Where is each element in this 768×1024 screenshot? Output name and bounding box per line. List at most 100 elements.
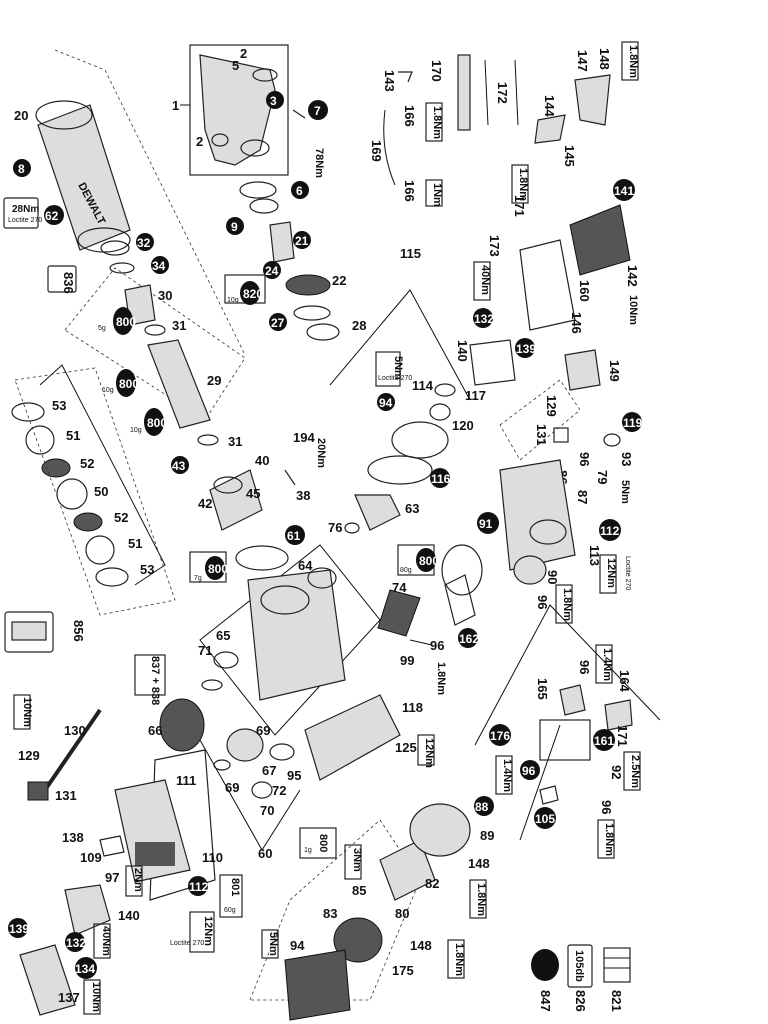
torque-5nm: 5Nm xyxy=(392,356,404,380)
callout-172: 172 xyxy=(495,82,510,104)
torque-5nm-note: Loctite 270 xyxy=(378,375,412,382)
callout-856: 856 xyxy=(71,620,86,642)
callout-53a: 53 xyxy=(52,398,66,413)
callout-129a: 129 xyxy=(18,748,40,763)
gear-train-group: 837 + 838 66 69 67 69 95 72 70 60 800 1g xyxy=(134,654,337,861)
callout-1: 1 xyxy=(172,98,179,113)
callout-88: 88 xyxy=(475,800,489,814)
torque-3nm: 3Nm xyxy=(351,848,363,872)
callout-117: 117 xyxy=(465,388,486,403)
callout-148c: 148 xyxy=(597,48,612,70)
side-handle-clamp xyxy=(64,884,111,936)
callout-45: 45 xyxy=(246,486,260,501)
callout-27: 27 xyxy=(271,316,285,330)
connecting-rod-group: 40 45 42 800 7g xyxy=(189,453,269,583)
callout-800e: 800 xyxy=(419,554,439,568)
callout-89: 89 xyxy=(480,828,494,843)
fan-disc xyxy=(391,421,449,459)
callout-8: 8 xyxy=(18,162,25,176)
callout-30: 30 xyxy=(158,288,172,303)
torque-1-8nm-d: 1.8Nm xyxy=(627,45,639,78)
torque-1-8nm-e: 1.8Nm xyxy=(431,106,443,139)
callout-138: 138 xyxy=(62,830,84,845)
callout-118: 118 xyxy=(402,700,423,715)
callout-139b: 139 xyxy=(516,342,536,356)
cable-sleeve xyxy=(457,54,471,131)
callout-145: 145 xyxy=(562,145,577,167)
callout-837-838: 837 + 838 xyxy=(149,656,161,705)
callout-67: 67 xyxy=(262,763,276,778)
callout-147: 147 xyxy=(575,50,590,72)
callout-800b: 800 xyxy=(119,377,139,391)
label-856-group: 856 xyxy=(4,611,86,653)
callout-80: 80 xyxy=(395,906,409,921)
callout-166a: 166 xyxy=(402,105,417,127)
callout-140a: 140 xyxy=(118,908,140,923)
label-847-oval xyxy=(531,949,559,981)
callout-50: 50 xyxy=(94,484,108,499)
callout-166b: 166 xyxy=(402,180,417,202)
shroud-118 xyxy=(304,694,401,781)
callout-31a: 31 xyxy=(172,318,186,333)
callout-62: 62 xyxy=(45,209,59,223)
callout-800a: 800 xyxy=(116,315,136,329)
field-coil xyxy=(333,917,383,963)
bolt-194-group: 194 20Nm 38 xyxy=(284,430,327,503)
electronics-group: 96 1.4Nm 165 164 171 2.5Nm 176 161 96 1.… xyxy=(474,604,661,859)
callout-61: 61 xyxy=(287,529,301,543)
callout-96b: 96 xyxy=(577,452,592,466)
clutch-stack-group: 6 9 21 24 22 820 10g 27 28 xyxy=(224,181,366,341)
gear-housing-part xyxy=(199,54,276,166)
callout-24: 24 xyxy=(265,264,279,278)
callout-34: 34 xyxy=(152,259,166,273)
labels-legend-group: 847 105db 826 821 xyxy=(531,944,631,1012)
callout-29: 29 xyxy=(207,373,221,388)
callout-148b: 148 xyxy=(468,856,490,871)
torque-10nm-a: 10Nm xyxy=(21,697,33,727)
fan-group: 115 5Nm Loctite 270 94 114 117 120 116 6… xyxy=(328,246,486,535)
callout-99: 99 xyxy=(400,653,414,668)
callout-148a: 148 xyxy=(410,938,432,953)
callout-66: 66 xyxy=(148,723,162,738)
callout-149: 149 xyxy=(607,360,622,382)
callout-165: 165 xyxy=(535,678,550,700)
gasket-plate xyxy=(441,544,483,596)
callout-85: 85 xyxy=(352,883,366,898)
callout-96a: 96 xyxy=(430,638,444,653)
callout-120: 120 xyxy=(452,418,474,433)
callout-143: 143 xyxy=(382,70,397,92)
torque-40nm-a: 40Nm xyxy=(100,926,112,956)
lower-left-parts-group: 138 109 97 2Nm 112 12Nm Loctite 270 140 … xyxy=(8,830,215,1016)
callout-175: 175 xyxy=(392,963,414,978)
callout-32: 32 xyxy=(137,236,151,250)
callout-42: 42 xyxy=(198,496,212,511)
callout-2: 2 xyxy=(240,46,247,61)
callout-139a: 139 xyxy=(9,922,29,936)
callout-836: 836 xyxy=(61,272,76,294)
callout-22: 22 xyxy=(332,273,346,288)
torque-1-4nm-b: 1.4Nm xyxy=(501,759,513,792)
torque-12nm-b: 12Nm xyxy=(202,916,214,946)
cable-switch-group: 143 170 172 144 145 147 148 1.8Nm 166 1.… xyxy=(369,41,639,207)
crankcase xyxy=(247,569,346,701)
torque-1-8nm-a: 1.8Nm xyxy=(435,662,447,695)
motor-housing xyxy=(284,949,351,1021)
armature xyxy=(379,839,436,901)
torque-12nm-b-note: Loctite 270 xyxy=(170,940,204,947)
callout-51b: 51 xyxy=(128,536,142,551)
callout-176: 176 xyxy=(490,729,510,743)
callout-161: 161 xyxy=(594,734,614,748)
callout-131a: 131 xyxy=(55,788,77,803)
motor-group: 3Nm 85 82 80 83 5Nm 94 148 1.8Nm 175 xyxy=(249,819,465,1021)
callout-826: 826 xyxy=(573,990,588,1012)
grease-80g: 80g xyxy=(400,567,412,574)
torque-20nm: 20Nm xyxy=(315,438,327,468)
callout-20: 20 xyxy=(14,108,28,123)
callout-93: 93 xyxy=(619,452,634,466)
callout-65: 65 xyxy=(216,628,230,643)
callout-146: 146 xyxy=(569,312,584,334)
callout-116: 116 xyxy=(431,472,451,486)
callout-3-marker xyxy=(266,91,284,109)
callout-134: 134 xyxy=(75,962,95,976)
